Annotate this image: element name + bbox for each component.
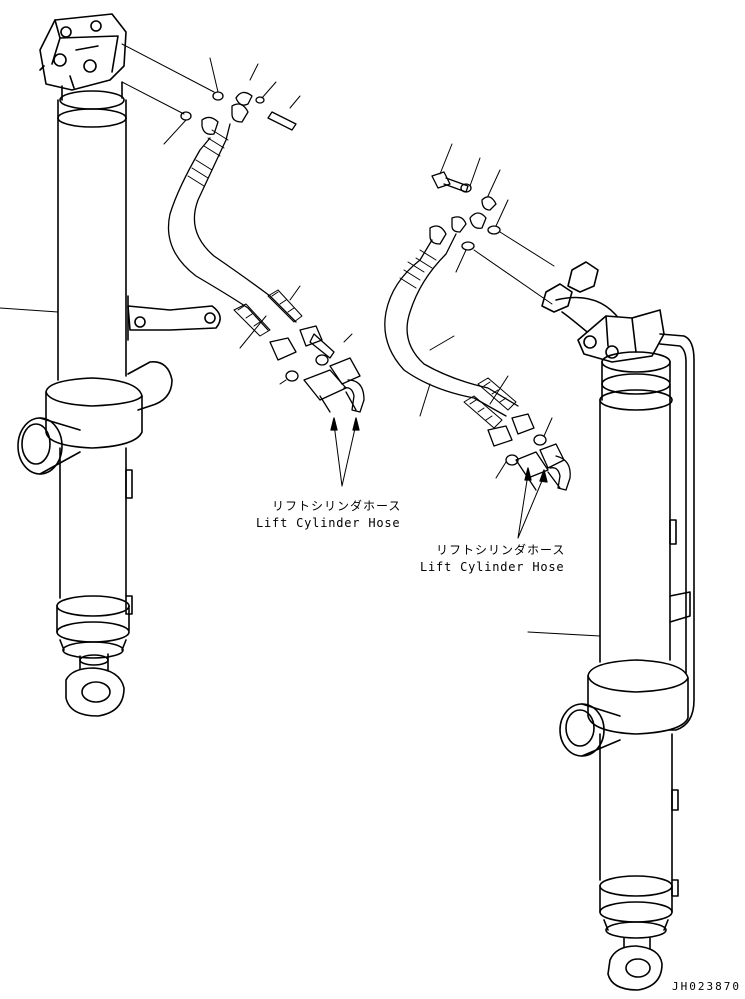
right-top-fittings — [385, 144, 570, 538]
left-hose-label-en: Lift Cylinder Hose — [256, 516, 401, 530]
left-hose-label-jp: リフトシリンダホース — [272, 499, 402, 513]
right-lift-cylinder — [528, 262, 694, 990]
left-lift-cylinder — [0, 14, 220, 716]
left-top-fittings — [122, 44, 364, 486]
right-hose-label-jp: リフトシリンダホース — [436, 543, 566, 557]
drawing-code: JH023870 — [672, 980, 741, 993]
right-hose-label-en: Lift Cylinder Hose — [420, 560, 565, 574]
